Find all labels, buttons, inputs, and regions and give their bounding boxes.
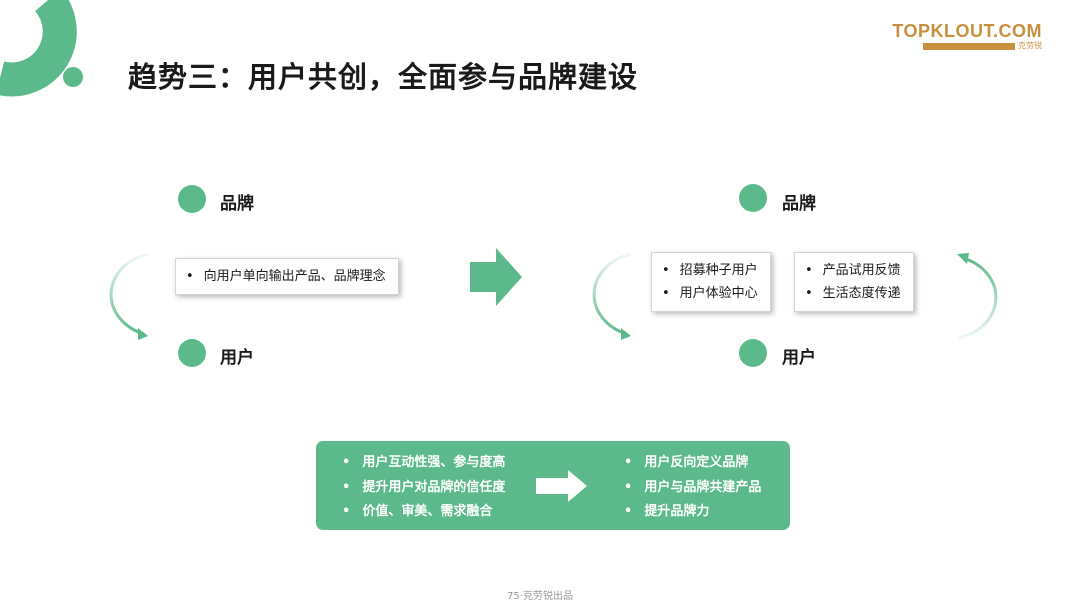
card-item: 招募种子用户 <box>662 259 758 282</box>
user-node-dot <box>739 339 767 367</box>
card-item: 用户体验中心 <box>662 282 758 305</box>
user-node-dot <box>178 339 206 367</box>
right-left-curve-arrow <box>592 252 632 340</box>
summary-item: 提升品牌力 <box>624 500 761 525</box>
right-right-curve-arrow <box>957 253 998 340</box>
user-node-label: 用户 <box>782 348 816 368</box>
summary-item: 用户与品牌共建产品 <box>624 476 761 501</box>
transition-arrow-icon <box>470 248 522 306</box>
brand-node-label: 品牌 <box>782 194 816 214</box>
brand-node-dot <box>739 184 767 212</box>
summary-item: 价值、审美、需求融合 <box>342 500 505 525</box>
corner-dot <box>63 67 83 87</box>
page-title: 趋势三：用户共创，全面参与品牌建设 <box>128 60 639 94</box>
brand-node-label: 品牌 <box>220 194 254 214</box>
product-feedback-card: 产品试用反馈 生活态度传递 <box>794 252 914 312</box>
summary-left-list: 用户互动性强、参与度高 提升用户对品牌的信任度 价值、审美、需求融合 <box>342 451 505 525</box>
corner-decoration <box>0 0 83 97</box>
left-curve-arrow <box>109 252 149 340</box>
summary-right-list: 用户反向定义品牌 用户与品牌共建产品 提升品牌力 <box>624 451 761 525</box>
one-way-output-card: 向用户单向输出产品、品牌理念 <box>175 258 399 295</box>
page-footer: 75·克劳锐出品 <box>507 591 573 602</box>
logo-bar <box>923 42 1015 50</box>
brand-node-dot <box>178 185 206 213</box>
summary-arrow-icon <box>536 470 587 502</box>
summary-item: 用户反向定义品牌 <box>624 451 761 476</box>
summary-item: 用户互动性强、参与度高 <box>342 451 505 476</box>
logo-text: TOPKLOUT.COM <box>892 21 1042 41</box>
brand-logo: TOPKLOUT.COM 克劳锐 <box>892 22 1042 50</box>
card-item: 产品试用反馈 <box>805 259 901 282</box>
summary-item: 提升用户对品牌的信任度 <box>342 476 505 501</box>
card-item: 向用户单向输出产品、品牌理念 <box>186 265 386 288</box>
corner-ring <box>0 0 77 97</box>
logo-tagline: 克劳锐 <box>1018 41 1042 50</box>
user-node-label: 用户 <box>220 348 254 368</box>
seed-user-card: 招募种子用户 用户体验中心 <box>651 252 771 312</box>
card-item: 生活态度传递 <box>805 282 901 305</box>
